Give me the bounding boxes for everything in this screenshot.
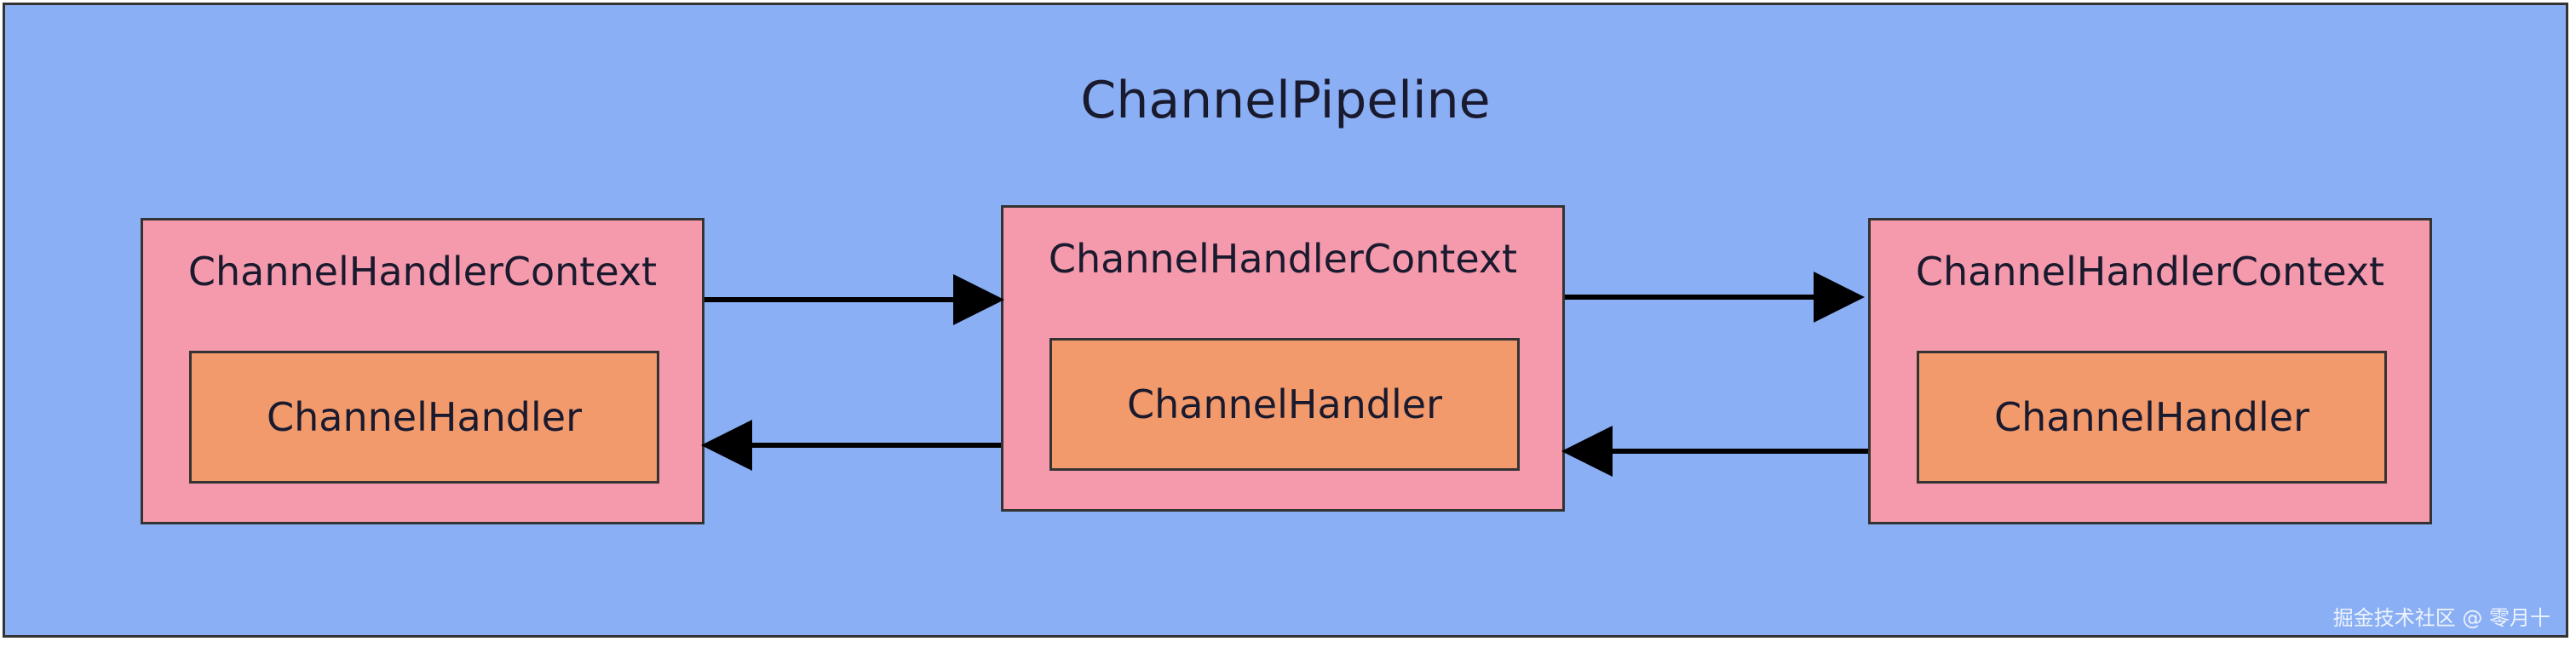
channel-handler-3: ChannelHandler xyxy=(1917,351,2387,484)
context-title-2: ChannelHandlerContext xyxy=(1048,236,1518,282)
channel-handler-context-3: ChannelHandlerContext ChannelHandler xyxy=(1868,218,2432,524)
channel-handler-2: ChannelHandler xyxy=(1049,338,1520,471)
channel-handler-1: ChannelHandler xyxy=(189,351,659,484)
context-title-3: ChannelHandlerContext xyxy=(1915,249,2385,295)
channel-handler-context-2: ChannelHandlerContext ChannelHandler xyxy=(1001,205,1565,512)
pipeline-title: ChannelPipeline xyxy=(1080,71,1491,130)
channel-handler-context-1: ChannelHandlerContext ChannelHandler xyxy=(141,218,704,524)
watermark: 掘金技术社区 @ 零月十 xyxy=(2332,606,2550,630)
context-title-1: ChannelHandlerContext xyxy=(187,249,658,295)
